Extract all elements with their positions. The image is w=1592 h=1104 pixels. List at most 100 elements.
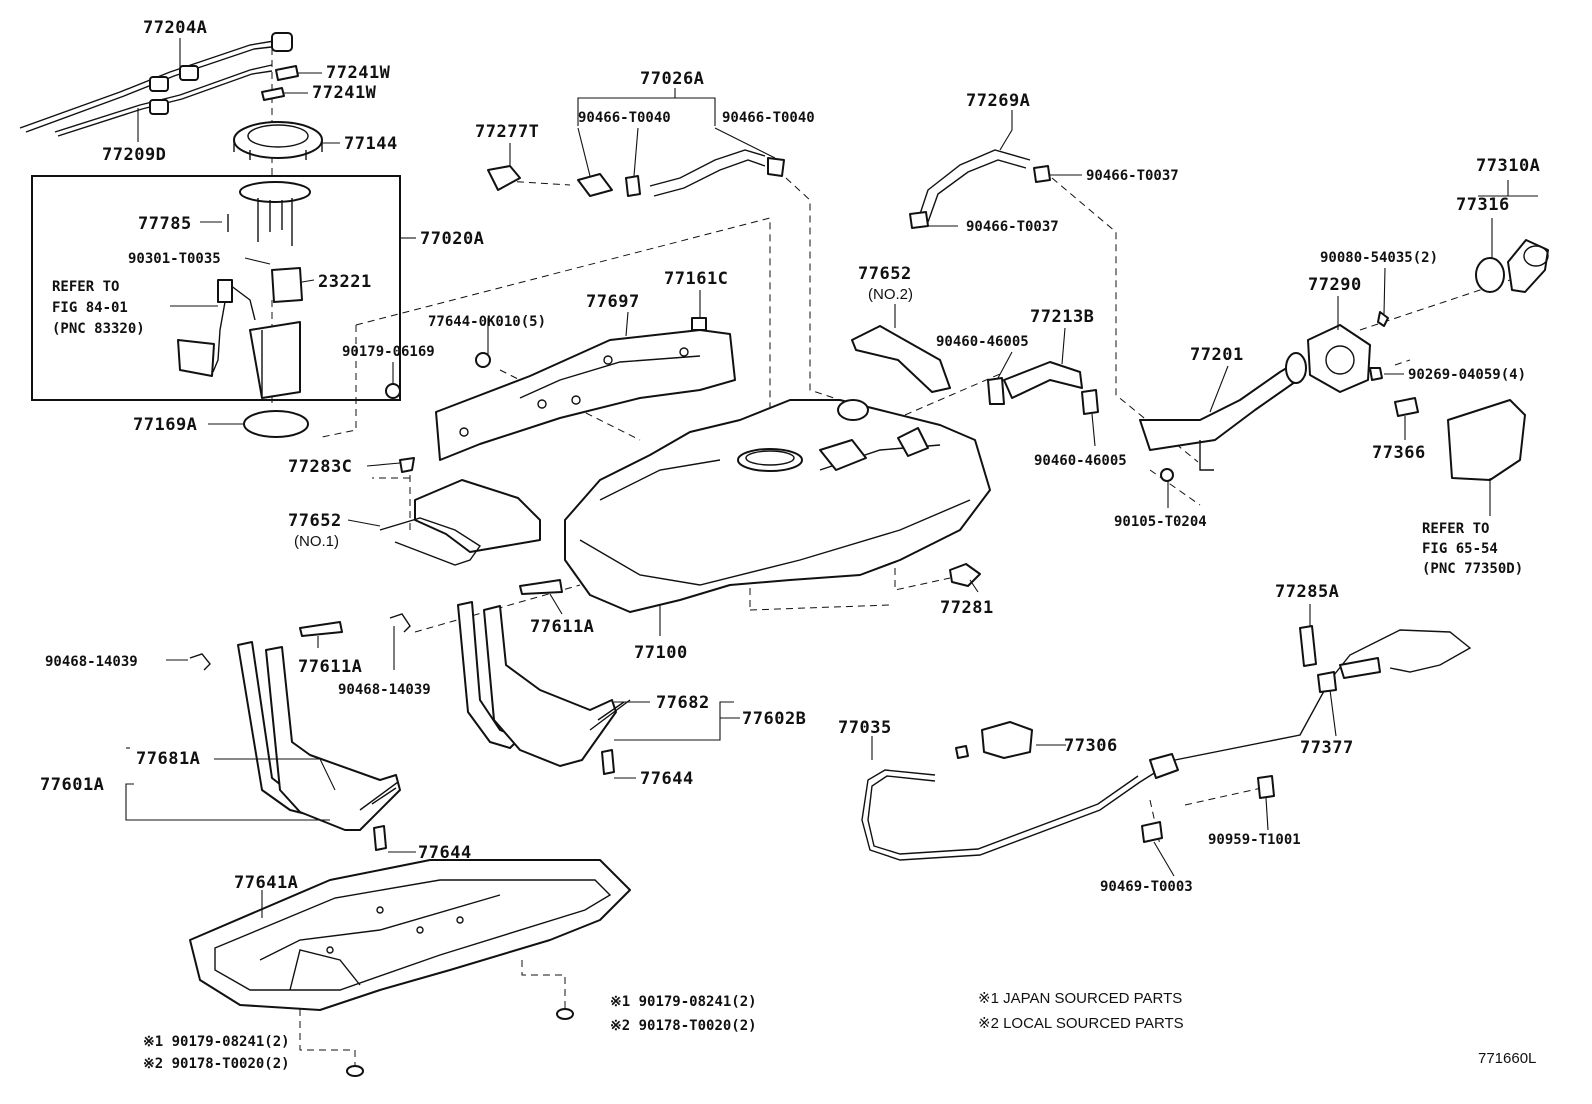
fuel-pump-assembly-box <box>31 175 401 401</box>
label-77035: 77035 <box>838 718 892 738</box>
clamp-90959-90469 <box>1141 775 1275 843</box>
fuel-tube-assembly-77204A <box>19 32 293 137</box>
label-90460-46005: 90460-46005 <box>936 334 1029 350</box>
fuel-door-cable-77035 <box>861 629 1472 861</box>
label-90466-T0040: 90466-T0040 <box>578 110 671 126</box>
label-77204A: 77204A <box>143 18 207 38</box>
label-90301-T0035: 90301-T0035 <box>128 251 221 267</box>
lock-77306 <box>955 721 1033 759</box>
label-90269-04059: 90269-04059(4) <box>1408 367 1526 383</box>
label-77241W: 77241W <box>312 83 377 103</box>
legend-japan-sourced: ※1 JAPAN SOURCED PARTS <box>978 990 1182 1007</box>
label-77161C: 77161C <box>664 269 728 289</box>
label-90959-T1001: 90959-T1001 <box>1208 832 1301 848</box>
label-77611A: 77611A <box>530 617 594 637</box>
label-77213B: 77213B <box>1030 307 1094 327</box>
label-77209D: 77209D <box>102 145 166 165</box>
label-77281: 77281 <box>940 598 994 618</box>
band-77602B <box>457 601 631 767</box>
label-77682: 77682 <box>656 693 710 713</box>
retainer-ring-77144 <box>233 121 323 160</box>
clip-77161C <box>691 317 707 331</box>
label-77269A: 77269A <box>966 91 1030 111</box>
label-90468-14039: 90468-14039 <box>45 654 138 670</box>
footnote-left-1: ※1 90179-08241(2) <box>143 1034 290 1050</box>
clip-77241W <box>261 65 299 101</box>
fuel-tank-77100 <box>564 399 991 613</box>
label-77366: 77366 <box>1372 443 1426 463</box>
footnote-mid-2: ※2 90178-T0020(2) <box>610 1018 757 1034</box>
label-77020A: 77020A <box>420 229 484 249</box>
label-77201: 77201 <box>1190 345 1244 365</box>
diagram-reference-code: 771660L <box>1478 1050 1536 1067</box>
label-90179-06169: 90179-06169 <box>342 344 435 360</box>
grommet-77283C <box>399 457 415 473</box>
label-77277T: 77277T <box>475 122 539 142</box>
label-77144: 77144 <box>344 134 398 154</box>
clip-77285A <box>1299 625 1317 667</box>
band-77601A <box>237 641 401 831</box>
label-77641A: 77641A <box>234 873 298 893</box>
leader-lines <box>125 38 1538 918</box>
label-77169A: 77169A <box>133 415 197 435</box>
label-77283C: 77283C <box>288 457 352 477</box>
label-pnc-83320: (PNC 83320) <box>52 321 145 337</box>
bracket-77697 <box>435 329 736 461</box>
label-77316: 77316 <box>1456 195 1510 215</box>
label-90466-T0040: 90466-T0040 <box>722 110 815 126</box>
label-77026A: 77026A <box>640 69 704 89</box>
label-no2: (NO.2) <box>868 286 913 303</box>
label-77310A: 77310A <box>1476 156 1540 176</box>
breather-hose-77269A <box>909 149 1051 229</box>
label-77697: 77697 <box>586 292 640 312</box>
hook-90468 <box>189 613 411 671</box>
bolt-77644 <box>373 749 615 851</box>
footnote-left-2: ※2 90178-T0020(2) <box>143 1056 290 1072</box>
label-77285A: 77285A <box>1275 582 1339 602</box>
legend-local-sourced: ※2 LOCAL SOURCED PARTS <box>978 1015 1184 1032</box>
filler-housing-77290 <box>1307 311 1389 393</box>
protector-no2-77652 <box>851 325 951 393</box>
label-90080-54035: 90080-54035(2) <box>1320 250 1438 266</box>
fuel-tube-77026A <box>487 149 785 197</box>
label-90469-T0003: 90469-T0003 <box>1100 879 1193 895</box>
fuel-filler-door <box>1394 397 1526 481</box>
protector-77641A <box>189 859 631 1011</box>
label-77611A: 77611A <box>298 657 362 677</box>
label-77601A: 77601A <box>40 775 104 795</box>
label-refer-to-1: REFER TO <box>52 279 119 295</box>
cap-77310A <box>1475 239 1549 293</box>
label-77306: 77306 <box>1064 736 1118 756</box>
gasket-77169A <box>243 410 309 438</box>
label-77644: 77644 <box>418 843 472 863</box>
label-77644: 77644 <box>640 769 694 789</box>
filler-pipe-77201 <box>1139 352 1307 482</box>
label-pnc-77350D: (PNC 77350D) <box>1422 561 1523 577</box>
clamp-77281 <box>949 563 981 587</box>
label-77377: 77377 <box>1300 738 1354 758</box>
label-77602B: 77602B <box>742 709 806 729</box>
label-23221: 23221 <box>318 272 372 292</box>
label-90468-14039: 90468-14039 <box>338 682 431 698</box>
label-77100: 77100 <box>634 643 688 663</box>
label-77241W: 77241W <box>326 63 391 83</box>
label-90460-46005: 90460-46005 <box>1034 453 1127 469</box>
callout-labels: 77204A 77241W 77241W 77209D 77144 77020A… <box>40 18 1540 1072</box>
bolt-77611A <box>299 579 563 637</box>
label-90466-T0037: 90466-T0037 <box>966 219 1059 235</box>
label-fig-65-54: FIG 65-54 <box>1422 541 1498 557</box>
protector-no1-77652 <box>379 479 541 566</box>
footnote-mid-1: ※1 90179-08241(2) <box>610 994 757 1010</box>
nut-90179-08241 <box>346 1008 574 1077</box>
label-90466-T0037: 90466-T0037 <box>1086 168 1179 184</box>
label-90105-T0204: 90105-T0204 <box>1114 514 1207 530</box>
label-77681A: 77681A <box>136 749 200 769</box>
label-77290: 77290 <box>1308 275 1362 295</box>
label-77644-0K010: 77644-0K010(5) <box>428 314 546 330</box>
label-77652-no1: 77652 <box>288 511 342 531</box>
label-refer-to-2: REFER TO <box>1422 521 1489 537</box>
hose-77213B <box>987 361 1099 415</box>
label-no1: (NO.1) <box>294 533 339 550</box>
